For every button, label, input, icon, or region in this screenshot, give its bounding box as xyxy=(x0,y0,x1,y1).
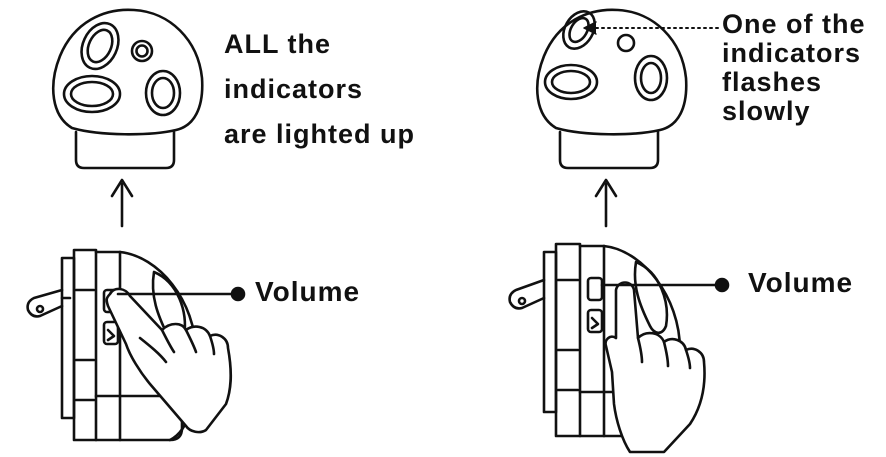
mushroom-indicator-icon-left xyxy=(51,8,204,170)
right-caption-line-3: flashes xyxy=(722,67,823,97)
left-caption: ALL the indicators are lighted up xyxy=(224,22,415,157)
volume-leader-dot-right xyxy=(714,277,730,293)
right-caption-line-4: slowly xyxy=(722,96,811,126)
left-caption-line-3: are lighted up xyxy=(224,119,416,149)
left-caption-line-2: indicators xyxy=(224,74,364,104)
plug-in-device-icon-left xyxy=(26,248,198,442)
up-arrow-icon-left xyxy=(110,178,134,228)
volume-leader-dot-left xyxy=(230,286,246,302)
up-arrow-icon-right xyxy=(594,178,618,228)
indicator-light-3 xyxy=(62,74,122,114)
mushroom-indicator-icon-right xyxy=(535,8,688,170)
volume-label-right: Volume xyxy=(748,267,854,298)
indicator-light-4 xyxy=(144,69,182,117)
indicator-light-4-right xyxy=(633,54,669,102)
indicator-light-flashing xyxy=(561,10,597,50)
indicator-light-2 xyxy=(130,39,154,63)
indicator-light-1 xyxy=(80,21,120,71)
indicator-light-3-right xyxy=(543,63,599,101)
right-caption-line-1: One of the xyxy=(722,9,866,39)
pressing-hand-icon-left xyxy=(105,287,233,434)
indicator-light-2-right xyxy=(616,33,636,53)
right-caption: One of the indicators flashes slowly xyxy=(722,10,866,126)
right-caption-line-2: indicators xyxy=(722,38,862,68)
left-caption-line-1: ALL the xyxy=(224,29,331,59)
pointer-arrowhead xyxy=(583,21,597,35)
volume-label-left: Volume xyxy=(255,276,361,307)
pressing-hand-icon-right xyxy=(604,281,706,454)
